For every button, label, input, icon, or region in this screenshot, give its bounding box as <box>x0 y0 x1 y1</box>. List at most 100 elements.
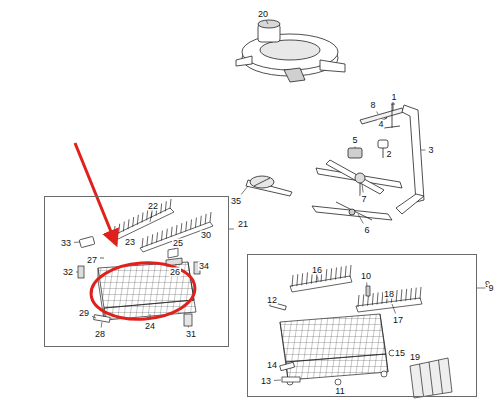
part-outline <box>378 140 388 148</box>
part-outline <box>140 222 213 252</box>
part-outline <box>356 298 422 312</box>
callout-number: 33 <box>60 239 72 248</box>
callout-number: 18 <box>383 290 395 299</box>
part-outline <box>366 286 370 296</box>
callout-number: 2 <box>385 150 392 159</box>
leader-line <box>477 288 482 289</box>
basket-divider <box>439 360 443 394</box>
rack-tine <box>123 222 124 232</box>
lower-rack-assembly <box>270 265 452 398</box>
rack-tine <box>401 289 402 301</box>
sump-assembly <box>236 20 345 82</box>
callout-number: 20 <box>257 10 269 19</box>
rack-tine <box>331 268 332 280</box>
rack-tine <box>415 288 416 300</box>
spray-feed-parts <box>348 102 424 214</box>
callout-number: 34 <box>198 262 210 271</box>
part-outline <box>258 20 280 28</box>
rack-tine <box>345 266 346 278</box>
leader-line <box>76 272 78 273</box>
basket-divider <box>429 362 433 395</box>
leader-line <box>392 304 396 314</box>
rack-tine <box>410 288 411 300</box>
rack-tine <box>157 232 158 242</box>
callout-number: 24 <box>144 322 156 331</box>
callout-number: 13 <box>260 377 272 386</box>
part-outline <box>349 209 355 215</box>
callout-number: 5 <box>351 136 358 145</box>
callout-number: 15 <box>394 349 406 358</box>
basket-divider <box>420 364 424 397</box>
part-outline <box>284 68 305 82</box>
callout-number: 28 <box>94 330 106 339</box>
part-outline <box>381 371 387 377</box>
callout-number: 16 <box>311 266 323 275</box>
rack-tine <box>128 219 129 229</box>
rack-tine <box>210 212 211 222</box>
rack-tine <box>350 265 351 277</box>
part-outline <box>348 148 362 158</box>
callout-number: 21 <box>238 220 248 229</box>
part-outline <box>336 202 372 220</box>
rack-tine <box>171 227 172 237</box>
leader-line <box>101 322 103 328</box>
leader-line <box>358 214 363 224</box>
leader-line <box>421 363 423 365</box>
leader-line <box>241 186 248 195</box>
callout-number: 29 <box>78 309 90 318</box>
callout-number: 27 <box>86 256 98 265</box>
leader-line <box>92 316 96 318</box>
rack-tine <box>200 216 201 226</box>
rack-tine <box>170 199 171 209</box>
callout-number: 23 <box>124 238 136 247</box>
rack-tine <box>147 236 148 246</box>
part-outline <box>335 379 341 385</box>
leader-line <box>188 326 190 328</box>
part-outline <box>78 266 84 278</box>
part-outline <box>326 160 384 194</box>
rack-tine <box>358 295 359 307</box>
rack-tine <box>161 231 162 241</box>
mid-spray-arm <box>246 176 292 196</box>
leader-line <box>421 150 425 151</box>
rack-tine <box>307 273 308 285</box>
leader-line <box>174 249 175 251</box>
callout-number: 31 <box>185 330 197 339</box>
callout-number: 8 <box>369 101 376 110</box>
leader-line <box>74 242 80 243</box>
callout-number: 9 <box>487 284 494 293</box>
part-outline <box>355 173 365 183</box>
rack-tine <box>377 293 378 305</box>
callout-number: 32 <box>62 268 74 277</box>
part-outline <box>402 105 424 202</box>
leader-line <box>175 264 176 266</box>
callout-number: 1 <box>390 93 397 102</box>
part-outline <box>100 258 104 259</box>
rack-tine <box>372 293 373 305</box>
leader-lines <box>74 21 485 381</box>
callout-number: 11 <box>334 387 345 396</box>
leader-line <box>229 229 234 230</box>
rack-tine <box>166 229 167 239</box>
rack-tine <box>205 214 206 224</box>
rack-tine <box>133 217 134 227</box>
part-outline <box>410 358 452 398</box>
rack-tine <box>340 267 341 279</box>
rack-tine <box>176 225 177 235</box>
part-outline <box>316 168 402 188</box>
callout-number: 19 <box>409 353 421 362</box>
rack-tine <box>302 273 303 285</box>
callout-number: 6 <box>363 226 370 235</box>
cutlery-basket-slots <box>420 360 443 397</box>
part-outline <box>280 314 386 362</box>
part-outline <box>282 377 300 382</box>
leader-line <box>355 147 356 149</box>
leader-line <box>482 288 485 289</box>
rack-tine <box>420 287 421 299</box>
part-outline <box>286 354 388 380</box>
rack-tine <box>292 275 293 287</box>
rack-tine <box>406 289 407 301</box>
part-outline <box>280 314 388 380</box>
